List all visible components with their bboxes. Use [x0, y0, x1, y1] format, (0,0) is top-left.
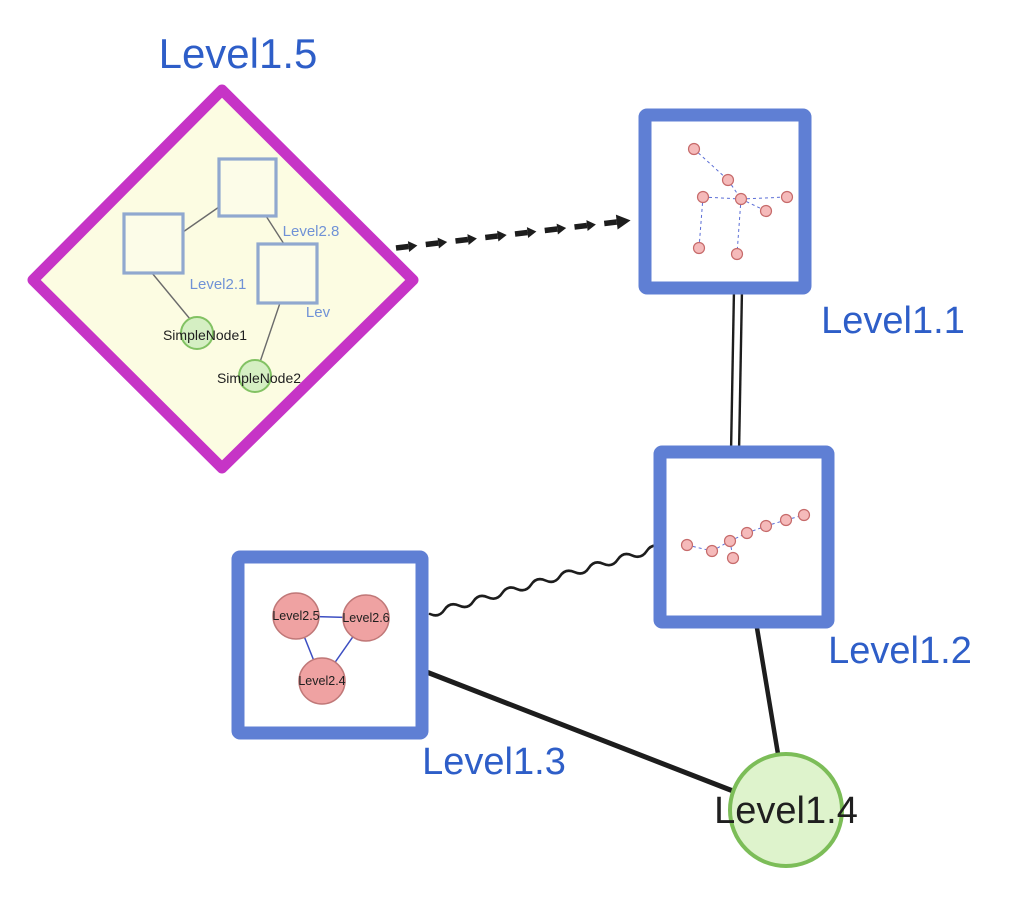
mini-node-6[interactable] — [730, 247, 744, 261]
mini-node-3[interactable] — [740, 526, 754, 540]
mini-edge-5 — [698, 196, 704, 249]
node-label-level1-5: Level1.5 — [159, 30, 318, 77]
edge-level1-5-to-level1-1-dash-2 — [455, 236, 469, 244]
edge-level1-3-to-level1-4-stroke — [421, 668, 736, 794]
inner-square-node-2[interactable] — [256, 242, 319, 305]
edge-level1-2-to-level1-4[interactable] — [753, 619, 781, 757]
edge-level1-5-to-level1-1-arrowhead-2 — [467, 234, 477, 245]
edge-level1-5-to-level1-1-arrowhead-1 — [437, 237, 448, 249]
edge-level1-5-to-level1-1-dash-1 — [425, 240, 439, 248]
mini-node-1[interactable] — [705, 544, 719, 558]
node-label-level1-1: Level1.1 — [821, 300, 965, 342]
inner-edge-2 — [151, 272, 191, 320]
edge-level1-5-to-level1-1-arrowhead-6 — [586, 220, 596, 231]
edge-level1-5-to-level1-1-dash-3 — [484, 233, 499, 241]
inner-square-node-0[interactable] — [217, 157, 278, 218]
cluster-node-0[interactable] — [272, 592, 320, 640]
node-label-level1-3: Level1.3 — [422, 741, 566, 783]
mini-node-0[interactable] — [680, 538, 694, 552]
mini-node-7[interactable] — [780, 190, 794, 204]
simple-node-label: SimpleNode1 — [163, 327, 247, 343]
mini-edge-3 — [740, 196, 788, 200]
edge-level1-5-to-level1-1-arrowhead-7 — [615, 214, 631, 230]
mini-node-1[interactable] — [721, 173, 735, 187]
edge-level1-1-to-level1-2-stroke-1 — [737, 289, 744, 454]
mini-node-2[interactable] — [696, 190, 710, 204]
node-level1-1-shape[interactable] — [638, 108, 812, 295]
inner-square-label: Level2.1 — [190, 276, 247, 293]
mini-edge-0 — [693, 148, 729, 181]
inner-edge-1 — [265, 215, 285, 245]
edge-level1-2-to-level1-4-stroke — [753, 619, 781, 757]
mini-node-4[interactable] — [759, 519, 773, 533]
node-label-level1-4: Level1.4 — [714, 790, 858, 832]
cluster-node-2[interactable] — [298, 657, 346, 705]
edge-level1-1-to-level1-2-stroke-0 — [729, 288, 736, 453]
mini-node-4[interactable] — [759, 204, 773, 218]
simple-node-2[interactable] — [238, 359, 272, 393]
mini-edge-4 — [740, 198, 767, 212]
inner-square-label: Lev — [306, 304, 331, 321]
node-level1-4-shape[interactable] — [728, 752, 844, 868]
edge-level1-1-to-level1-2[interactable] — [729, 288, 744, 454]
mini-edge-0 — [686, 544, 713, 552]
mini-edge-2 — [702, 196, 742, 200]
edge-level1-5-to-level1-1-arrowhead-5 — [556, 223, 567, 235]
node-level1-5[interactable]: Level2.8Level2.1LevSimpleNode1SimpleNode… — [27, 84, 419, 474]
mini-node-7[interactable] — [726, 551, 740, 565]
edge-level1-5-to-level1-1[interactable] — [395, 214, 631, 252]
mini-node-6[interactable] — [797, 508, 811, 522]
mini-node-5[interactable] — [779, 513, 793, 527]
edge-level1-5-to-level1-1-dash-0 — [395, 243, 409, 251]
cluster-node-1[interactable] — [342, 594, 390, 642]
inner-edge-0 — [182, 206, 220, 233]
edge-level1-3-to-level1-2-stroke — [428, 544, 663, 617]
node-level1-1[interactable] — [638, 108, 812, 295]
cluster-node-label: Level2.5 — [272, 609, 319, 623]
cluster-node-label: Level2.4 — [298, 674, 345, 688]
inner-square-label: Level2.8 — [283, 223, 340, 240]
simple-node-1[interactable] — [180, 316, 214, 350]
node-level1-5-shape[interactable] — [27, 84, 419, 474]
simple-node-label: SimpleNode2 — [217, 370, 301, 386]
edge-level1-5-to-level1-1-arrowhead-3 — [497, 230, 507, 242]
edge-level1-5-to-level1-1-arrowhead-0 — [407, 241, 418, 252]
mini-node-0[interactable] — [687, 142, 701, 156]
mini-node-2[interactable] — [723, 534, 737, 548]
mini-node-3[interactable] — [734, 192, 748, 206]
node-level1-3-shape[interactable] — [231, 550, 429, 740]
node-label-level1-2: Level1.2 — [828, 630, 972, 672]
inner-edge-3 — [259, 302, 281, 363]
node-level1-4[interactable]: Level1.4 — [714, 752, 858, 868]
edge-level1-5-to-level1-1-arrowhead-4 — [526, 227, 537, 238]
edge-level1-5-to-level1-1-dash-5 — [544, 226, 558, 234]
edge-level1-5-to-level1-1-dash-6 — [574, 222, 588, 230]
mini-node-5[interactable] — [692, 241, 706, 255]
node-level1-2[interactable] — [653, 445, 835, 629]
edge-level1-3-to-level1-4[interactable] — [421, 668, 736, 794]
edge-level1-3-to-level1-2[interactable] — [428, 544, 663, 617]
edge-level1-5-to-level1-1-dash-7 — [603, 219, 618, 227]
inner-square-node-1[interactable] — [122, 212, 185, 275]
cluster-node-label: Level2.6 — [342, 611, 389, 625]
edge-level1-5-to-level1-1-dash-4 — [514, 229, 528, 237]
